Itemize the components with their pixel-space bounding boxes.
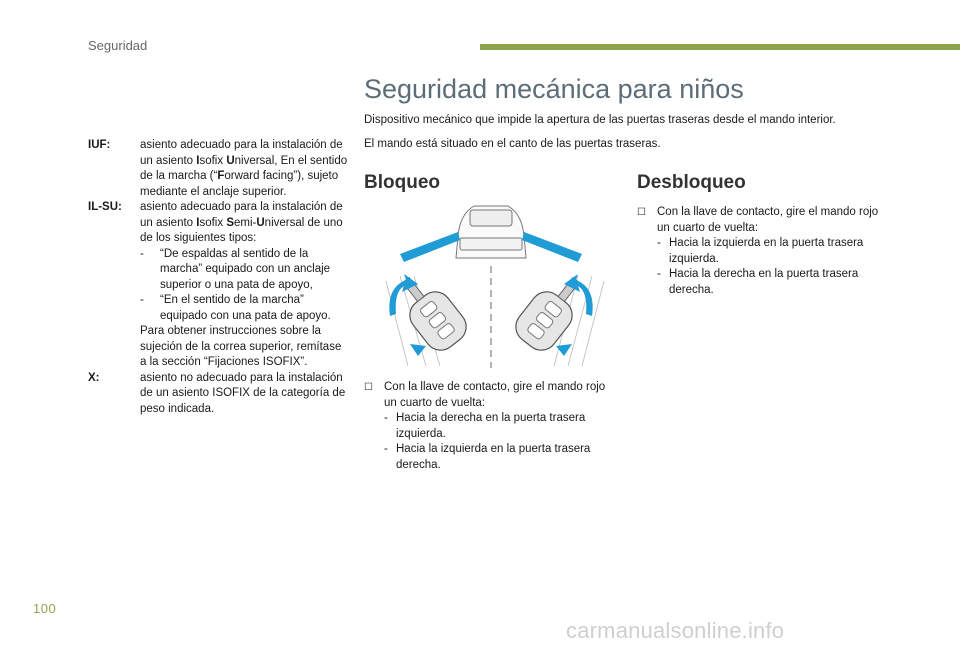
definition-term: X: [88, 371, 100, 384]
definition-iuf: IUF: asiento adecuado para la instalació… [88, 138, 348, 200]
definition-subitem: -“En el sentido de la marcha” equipado c… [140, 294, 331, 322]
page-title: Seguridad mecánica para niños [364, 74, 744, 104]
child-lock-illustration [385, 205, 605, 368]
arrow-left-icon [400, 232, 460, 262]
header-accent-bar [480, 44, 960, 50]
desbloqueo-heading: Desbloqueo [637, 172, 746, 193]
section-label: Seguridad [88, 38, 148, 53]
arrow-up-right-icon [556, 344, 572, 356]
definition-desc: asiento adecuado para la instalación de … [140, 139, 348, 198]
car-rear-icon [455, 205, 527, 259]
definition-il-su: IL-SU: asiento adecuado para la instalac… [88, 200, 348, 371]
rotate-arrow-right-icon [564, 274, 593, 316]
definition-x: X: asiento no adecuado para la instalaci… [88, 371, 348, 418]
definition-subitem: -“De espaldas al sentido de la marcha” e… [140, 247, 331, 291]
location-text: El mando está situado en el canto de las… [364, 138, 661, 150]
page-number: 100 [33, 601, 57, 616]
bloqueo-instructions: ☐ Con la llave de contacto, gire el mand… [364, 380, 619, 473]
definition-note: Para obtener instrucciones sobre la suje… [140, 325, 342, 368]
arrow-right-icon [522, 232, 582, 262]
bloqueo-step: -Hacia la derecha en la puerta trasera i… [384, 412, 586, 440]
definition-desc: asiento no adecuado para la instalación … [140, 371, 346, 415]
watermark: carmanualsonline.info [566, 618, 785, 643]
desbloqueo-instructions: ☐ Con la llave de contacto, gire el mand… [637, 205, 892, 298]
bloqueo-heading: Bloqueo [364, 172, 440, 193]
key-right-icon [515, 276, 580, 351]
rotate-arrow-left-icon [389, 274, 418, 316]
bloqueo-step: -Hacia la izquierda en la puerta trasera… [384, 443, 591, 471]
isofix-definitions: IUF: asiento adecuado para la instalació… [88, 138, 348, 417]
desbloqueo-step: -Hacia la derecha en la puerta trasera d… [657, 268, 859, 296]
bloqueo-bullet: ☐ Con la llave de contacto, gire el mand… [364, 380, 619, 473]
arrow-up-left-icon [410, 344, 426, 356]
intro-text: Dispositivo mecánico que impide la apert… [364, 114, 836, 126]
definition-term: IUF: [88, 139, 111, 151]
desbloqueo-bullet: ☐ Con la llave de contacto, gire el mand… [637, 205, 892, 298]
checkbox-icon: ☐ [364, 382, 373, 393]
desbloqueo-step: -Hacia la izquierda en la puerta trasera… [657, 237, 864, 265]
definition-desc: asiento adecuado para la instalación de … [140, 200, 348, 371]
checkbox-icon: ☐ [637, 207, 646, 218]
definition-term: IL-SU: [88, 201, 122, 213]
